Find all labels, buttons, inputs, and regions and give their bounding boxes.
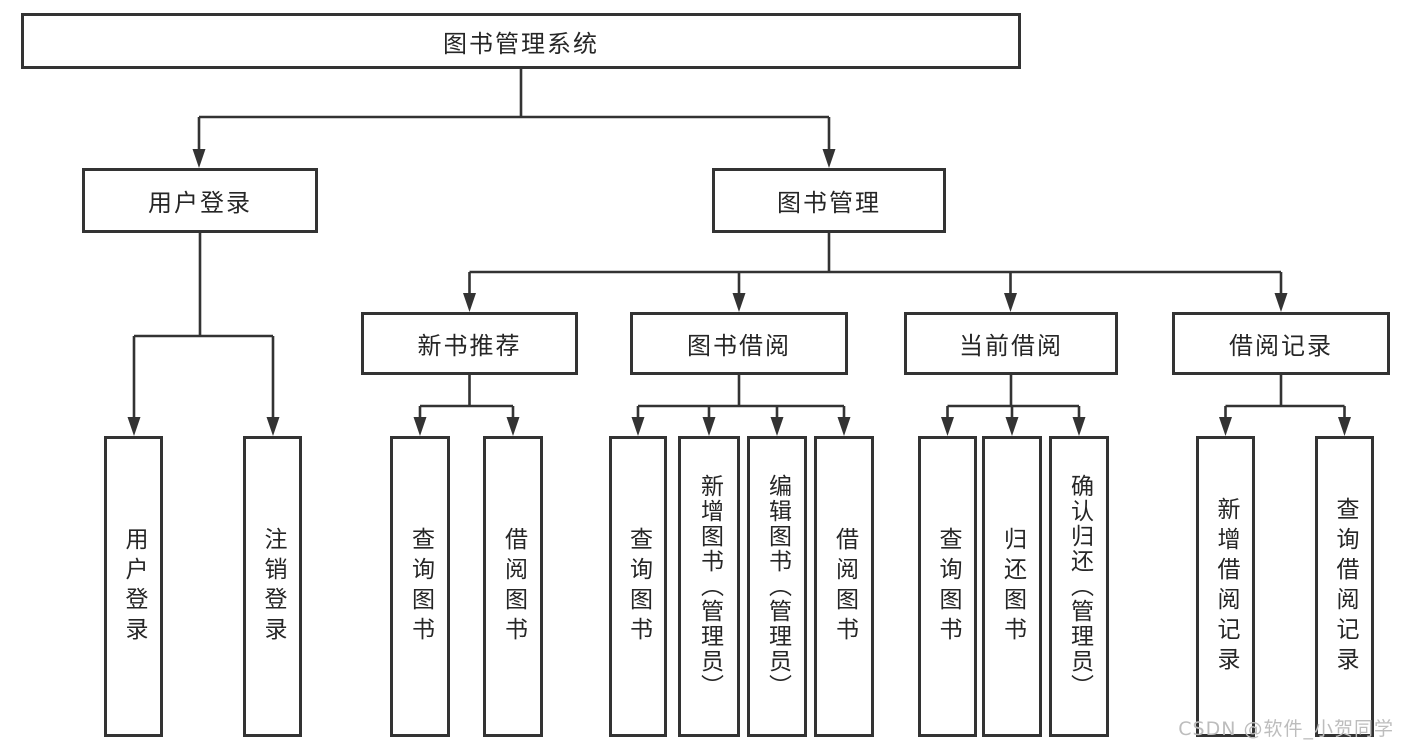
leaf-add-borrow-record: 新增借阅记录 xyxy=(1196,436,1255,737)
leaf-return-books-label: 归还图书 xyxy=(999,526,1026,647)
leaf-confirm-return-admin: 确认归还（管理员） xyxy=(1049,436,1109,737)
leaf-add-books-admin: 新增图书（管理员） xyxy=(678,436,740,737)
node-borrowing-records-label: 借阅记录 xyxy=(1229,332,1333,360)
leaf-logout: 注销登录 xyxy=(243,436,302,737)
node-book-management-branch-label: 图书管理 xyxy=(777,189,881,217)
watermark-text: CSDN @软件_小贺同学 xyxy=(1178,718,1394,740)
leaf-logout-label: 注销登录 xyxy=(260,526,286,647)
node-new-book-recommendation-label: 新书推荐 xyxy=(417,332,522,360)
leaf-borrow-books-recommend-label: 借阅图书 xyxy=(500,526,527,647)
leaf-edit-books-admin: 编辑图书（管理员） xyxy=(747,436,807,737)
leaf-add-books-admin-label: 新增图书（管理员） xyxy=(696,474,723,699)
node-borrowing-records: 借阅记录 xyxy=(1172,312,1390,375)
leaf-query-books-current-label: 查询图书 xyxy=(935,526,961,647)
node-book-management-branch: 图书管理 xyxy=(712,168,946,233)
leaf-return-books: 归还图书 xyxy=(982,436,1042,737)
leaf-edit-books-admin-label: 编辑图书（管理员） xyxy=(764,474,791,699)
leaf-query-books-recommend: 查询图书 xyxy=(390,436,450,737)
node-user-login-branch-label: 用户登录 xyxy=(148,189,252,217)
node-book-borrowing-label: 图书借阅 xyxy=(687,332,791,360)
leaf-borrow-books-recommend: 借阅图书 xyxy=(483,436,543,737)
leaf-borrow-books: 借阅图书 xyxy=(814,436,874,737)
leaf-query-borrow-record-label: 查询借阅记录 xyxy=(1332,496,1358,677)
leaf-borrow-books-label: 借阅图书 xyxy=(831,526,858,647)
node-current-borrowing-label: 当前借阅 xyxy=(959,332,1063,360)
leaf-query-books-borrowing: 查询图书 xyxy=(609,436,667,737)
leaf-query-books-borrowing-label: 查询图书 xyxy=(625,526,652,647)
leaf-query-books-current: 查询图书 xyxy=(918,436,977,737)
leaf-query-books-recommend-label: 查询图书 xyxy=(407,526,434,647)
node-current-borrowing: 当前借阅 xyxy=(904,312,1118,375)
leaf-user-login: 用户登录 xyxy=(104,436,163,737)
node-new-book-recommendation: 新书推荐 xyxy=(361,312,578,375)
leaf-query-borrow-record: 查询借阅记录 xyxy=(1315,436,1374,737)
node-book-borrowing: 图书借阅 xyxy=(630,312,848,375)
leaf-user-login-label: 用户登录 xyxy=(121,526,147,647)
node-root-label: 图书管理系统 xyxy=(443,29,599,58)
node-user-login-branch: 用户登录 xyxy=(82,168,318,233)
leaf-add-borrow-record-label: 新增借阅记录 xyxy=(1213,496,1239,677)
leaf-confirm-return-admin-label: 确认归还（管理员） xyxy=(1066,474,1093,699)
node-root: 图书管理系统 xyxy=(21,13,1021,69)
